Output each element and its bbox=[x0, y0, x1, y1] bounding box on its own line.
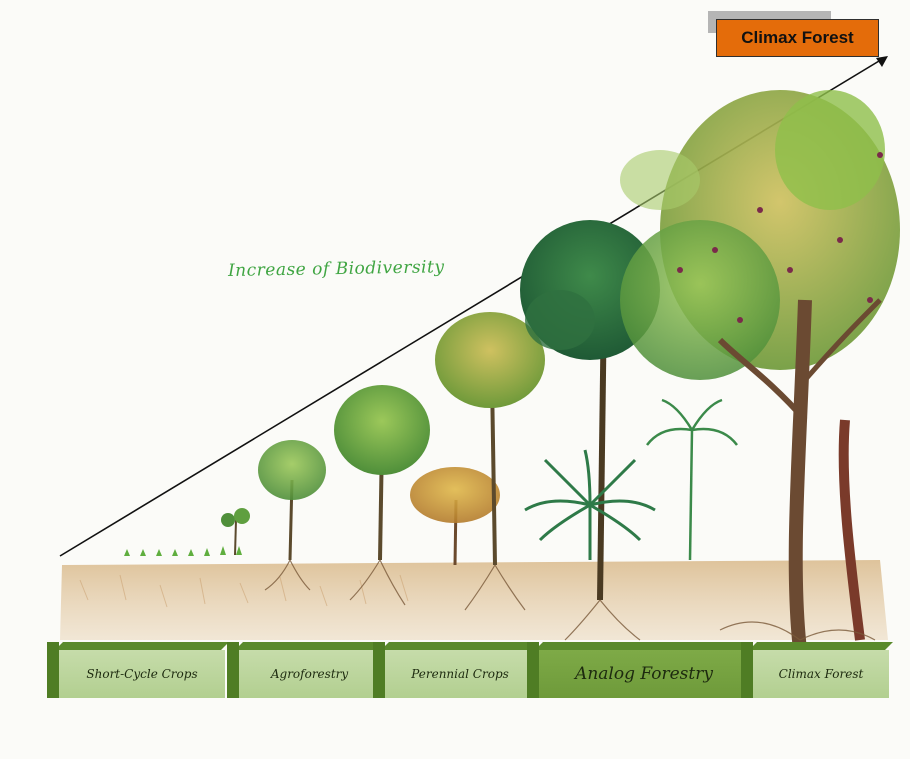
stage-perennial-crops: Perennial Crops bbox=[373, 642, 539, 698]
analog-palm bbox=[524, 449, 656, 560]
seedlings bbox=[124, 546, 242, 556]
root-systems bbox=[264, 559, 876, 641]
stage-label: Climax Forest bbox=[778, 667, 864, 681]
stage-label: Perennial Crops bbox=[411, 667, 509, 681]
climax-forest-canopy bbox=[620, 90, 900, 651]
perennial-tree-yellow bbox=[410, 467, 500, 566]
stage-short-cycle-crops: Short-Cycle Crops bbox=[47, 642, 229, 698]
agroforestry-tree-small bbox=[221, 508, 250, 556]
stage-label: Agroforestry bbox=[270, 667, 349, 681]
stage-agroforestry: Agroforestry bbox=[227, 642, 384, 698]
stage-analog-forestry: Analog Forestry bbox=[527, 642, 753, 698]
soil-texture bbox=[79, 574, 409, 608]
climax-forest-title: Climax Forest bbox=[716, 19, 879, 57]
stage-label: Short-Cycle Crops bbox=[86, 667, 198, 681]
stage-climax-forest: Climax Forest bbox=[741, 642, 893, 698]
stage-label: Analog Forestry bbox=[575, 664, 713, 684]
soil-layer bbox=[60, 560, 888, 640]
trend-arrowhead bbox=[876, 56, 888, 67]
perennial-tree-2 bbox=[435, 312, 545, 566]
agroforestry-tree bbox=[258, 440, 326, 561]
analog-palm-2 bbox=[646, 398, 738, 561]
perennial-tree-1 bbox=[334, 385, 430, 561]
